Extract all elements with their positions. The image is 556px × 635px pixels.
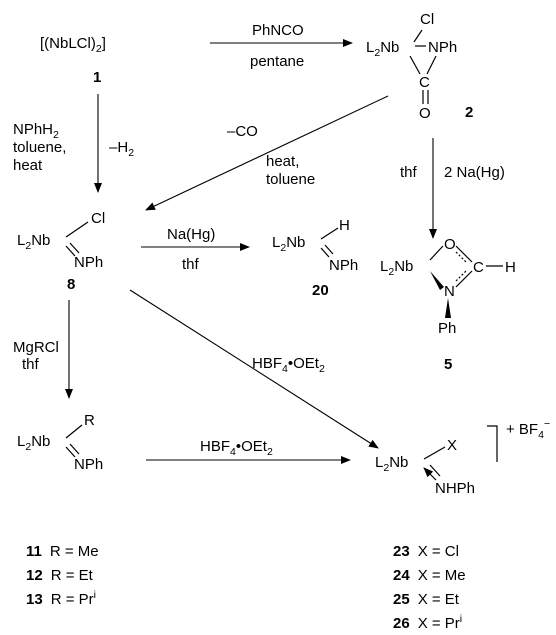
- compound-8-nb: L2Nb: [17, 232, 50, 252]
- compound-23-counterion: + BF4−: [506, 418, 550, 441]
- reagent-minus-co: –CO: [227, 123, 258, 140]
- compound-2-number: 2: [465, 104, 473, 121]
- compound-5-o-c-bond: [455, 245, 473, 263]
- compound-5-c: C: [473, 259, 484, 276]
- compound-23: L2Nb X NHPh + BF4−: [375, 418, 550, 497]
- compound-5-n: N: [444, 283, 455, 300]
- reagent-heat: heat: [13, 157, 43, 174]
- compound-20-number: 20: [312, 282, 329, 299]
- reagent-nphh2: NPhH2: [13, 121, 59, 141]
- reagent-minus-h2: –H2: [109, 139, 134, 159]
- compound-11-nb-n-bond-a: [65, 446, 76, 458]
- compound-2-nb: L2Nb: [366, 39, 399, 59]
- reagent-thf-2: thf: [182, 256, 200, 273]
- reagent-2-na-hg: 2 Na(Hg): [444, 164, 505, 181]
- compound-8-nb-cl-bond: [65, 221, 89, 238]
- compound-5-o-c-dashed: [455, 251, 468, 264]
- compound-23-nb: L2Nb: [375, 454, 408, 474]
- reagent-hbf4-oet2-2: HBF4•OEt2: [200, 438, 273, 458]
- compound-5-h: H: [505, 259, 516, 276]
- compound-2-o: O: [419, 105, 431, 122]
- reagent-mgrcl: MgRCl: [13, 339, 59, 356]
- compound-11-nb-n-bond-b: [69, 443, 80, 455]
- compound-11-nb-r-bond: [65, 424, 83, 439]
- compound-11-nph: NPh: [74, 456, 103, 473]
- compound-8-nph: NPh: [74, 254, 103, 271]
- compound-2-nb-cl-bond: [413, 29, 423, 43]
- arrow-2-to-8: [145, 95, 389, 211]
- compound-5-o: O: [444, 236, 456, 253]
- reagent-phnco: PhNCO: [252, 22, 304, 39]
- reagent-thf-3: thf: [22, 356, 40, 373]
- compound-2: Cl L2Nb NPh C O 2: [366, 11, 473, 122]
- compound-1-number: 1: [93, 69, 101, 86]
- compound-23-bracket: [487, 425, 498, 462]
- compound-2-nph: NPh: [428, 39, 457, 56]
- compound-2-c: C: [419, 74, 430, 91]
- compound-5-ph: Ph: [438, 320, 456, 337]
- compound-8-number: 8: [67, 276, 75, 293]
- compound-5: L2Nb O C H N Ph 5: [380, 236, 516, 373]
- compound-5-nb-n-wedge: [430, 271, 444, 290]
- compound-5-n-c-bond: [455, 270, 473, 288]
- compound-11: L2Nb R NPh: [17, 412, 103, 473]
- compound-5-nb: L2Nb: [380, 258, 413, 278]
- compound-1-formula: [(NbLCl)2]: [40, 35, 106, 55]
- reagent-hbf4-oet2: HBF4•OEt2: [252, 355, 325, 375]
- reagent-heat-2: heat,: [266, 153, 299, 170]
- compound-20-nb: L2Nb: [272, 234, 305, 254]
- compound-8: L2Nb Cl NPh 8: [17, 210, 105, 293]
- reagent-pentane: pentane: [250, 53, 304, 70]
- compound-11-nb: L2Nb: [17, 433, 50, 453]
- compound-20: L2Nb H NPh 20: [272, 217, 358, 299]
- compound-11-r: R: [84, 412, 95, 429]
- compound-23-nhph: NHPh: [435, 480, 475, 497]
- arrow-8-to-23: [129, 289, 379, 449]
- compound-20-nb-n-bond-a: [320, 247, 330, 258]
- compound-2-cl: Cl: [420, 11, 434, 28]
- reagent-toluene: toluene,: [13, 139, 66, 156]
- compound-5-n-c-dashed: [455, 269, 468, 282]
- compound-8-nb-n-bond-b: [69, 242, 80, 254]
- compound-1: [(NbLCl)2] 1: [40, 35, 106, 86]
- reagent-na-hg: Na(Hg): [167, 226, 215, 243]
- compound-2-nb-c-bond: [409, 55, 421, 75]
- compound-5-number: 5: [444, 356, 452, 373]
- compound-23-x: X: [447, 437, 457, 454]
- compound-23-dative-bond: [423, 467, 437, 481]
- compound-20-nb-n-bond-b: [324, 244, 334, 255]
- compound-20-nb-h-bond: [320, 227, 339, 240]
- compound-8-cl: Cl: [91, 210, 105, 227]
- compound-23-nb-x-bond: [423, 446, 446, 460]
- compound-20-nph: NPh: [329, 257, 358, 274]
- reagent-thf: thf: [400, 164, 418, 181]
- compound-2-n-c-bond: [426, 55, 437, 75]
- reagent-toluene-2: toluene: [266, 171, 315, 188]
- compound-5-n-ph-wedge: [445, 298, 451, 318]
- compound-5-nb-o-bond: [429, 245, 444, 261]
- compound-20-h: H: [339, 217, 350, 234]
- compound-8-nb-n-bond-a: [65, 245, 76, 257]
- compound-23-nb-n-bond: [429, 464, 441, 477]
